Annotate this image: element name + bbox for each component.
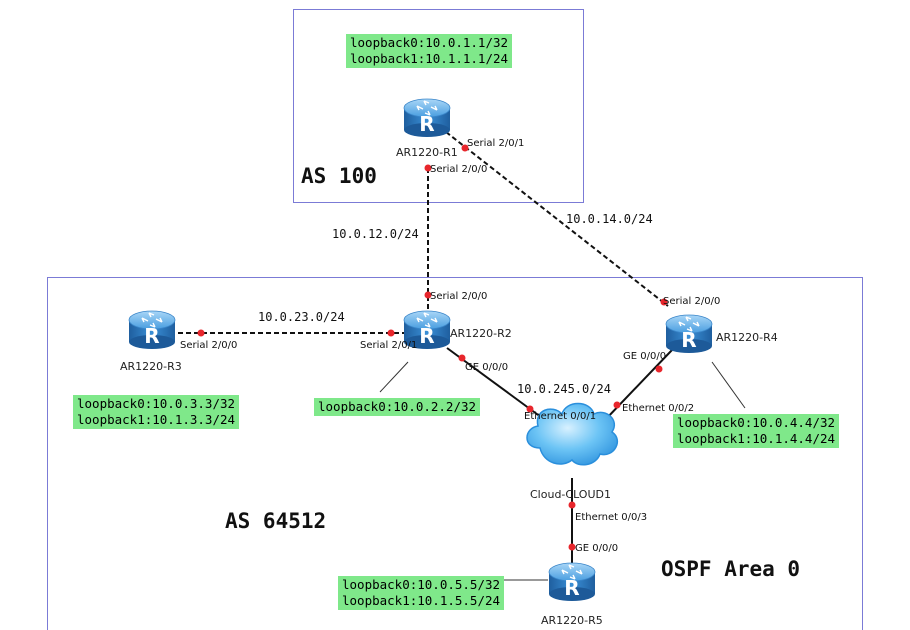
if-cloud-e3: Ethernet 0/0/3 [575, 512, 647, 523]
ospf-title: OSPF Area 0 [661, 557, 800, 581]
router-r2-name: AR1220-R2 [450, 327, 512, 340]
if-cloud-e1: Ethernet 0/0/1 [524, 411, 596, 422]
dot-r2-s200 [424, 291, 432, 299]
router-r5-glyph: R [564, 576, 579, 600]
dot-r2-s201 [387, 329, 395, 337]
loopback-box-r5: loopback0:10.0.5.5/32 loopback1:10.1.5.5… [338, 576, 505, 610]
dot-r5-ge [568, 543, 576, 551]
as64512-boundary [47, 277, 863, 630]
loopback-r5-1: loopback1:10.1.5.5/24 [342, 593, 501, 608]
subnet-r2r3: 10.0.23.0/24 [258, 310, 345, 324]
if-r1-s200: Serial 2/0/0 [430, 164, 487, 175]
as100-boundary [293, 9, 584, 203]
if-r2-s200: Serial 2/0/0 [430, 291, 487, 302]
loopback-box-r3: loopback0:10.0.3.3/32 loopback1:10.1.3.3… [73, 395, 240, 429]
if-r2-ge: GE 0/0/0 [465, 362, 508, 373]
loopback-box-r2: loopback0:10.0.2.2/32 [314, 398, 481, 416]
router-r1-name: AR1220-R1 [396, 146, 458, 159]
dot-cloud-e1 [526, 405, 534, 413]
leader-r2-loopback [379, 361, 409, 393]
loopback-r1-0: loopback0:10.0.1.1/32 [350, 35, 509, 50]
subnet-r1r4: 10.0.14.0/24 [566, 212, 653, 226]
dot-r2-ge [458, 354, 466, 362]
as100-title: AS 100 [301, 164, 377, 188]
if-cloud-e2: Ethernet 0/0/2 [622, 403, 694, 414]
dot-cloud-e2 [613, 401, 621, 409]
subnet-r1r2: 10.0.12.0/24 [332, 227, 419, 241]
router-r3-glyph: R [144, 324, 159, 348]
cloud-name: Cloud-CLOUD1 [530, 488, 611, 501]
dot-r1-s201 [461, 144, 469, 152]
dot-r1-s200 [424, 164, 432, 172]
dot-r4-ge [655, 365, 663, 373]
if-r4-ge: GE 0/0/0 [623, 351, 666, 362]
if-r2-s201: Serial 2/0/1 [360, 340, 417, 351]
loopback-r1-1: loopback1:10.1.1.1/24 [350, 51, 509, 66]
router-r4-glyph: R [681, 328, 696, 352]
if-r3-s200: Serial 2/0/0 [180, 340, 237, 351]
loopback-box-r4: loopback0:10.0.4.4/32 loopback1:10.1.4.4… [673, 414, 840, 448]
loopback-r3-0: loopback0:10.0.3.3/32 [77, 396, 236, 411]
if-r4-s200: Serial 2/0/0 [663, 296, 720, 307]
router-r1-glyph: R [419, 112, 434, 136]
interface-dots [197, 144, 668, 551]
subnet-lan: 10.0.245.0/24 [517, 382, 611, 396]
if-r5-ge: GE 0/0/0 [575, 543, 618, 554]
if-r1-s201: Serial 2/0/1 [467, 138, 524, 149]
router-r4-name: AR1220-R4 [716, 331, 778, 344]
link-r1-r4 [445, 131, 669, 307]
loopback-r3-1: loopback1:10.1.3.3/24 [77, 412, 236, 427]
loopback-r4-1: loopback1:10.1.4.4/24 [677, 431, 836, 446]
router-r2-glyph: R [419, 324, 434, 348]
loopback-r2-0: loopback0:10.0.2.2/32 [318, 399, 477, 414]
leader-r4-loopback [711, 361, 746, 409]
loopback-box-r1: loopback0:10.0.1.1/32 loopback1:10.1.1.1… [346, 34, 513, 68]
dot-cloud-e3 [568, 501, 576, 509]
cloud-icon[interactable] [526, 402, 618, 466]
router-r5-name: AR1220-R5 [541, 614, 603, 627]
router-r3-name: AR1220-R3 [120, 360, 182, 373]
loopback-r5-0: loopback0:10.0.5.5/32 [342, 577, 501, 592]
as64512-title: AS 64512 [225, 509, 326, 533]
dot-r3-s200 [197, 329, 205, 337]
dot-r4-s200 [660, 298, 668, 306]
loopback-r4-0: loopback0:10.0.4.4/32 [677, 415, 836, 430]
